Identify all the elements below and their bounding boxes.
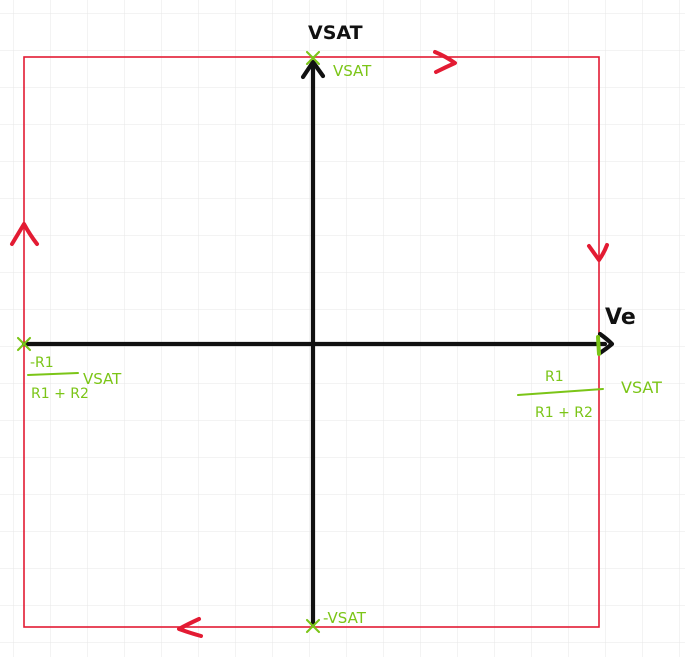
left-threshold-numerator: -R1: [30, 355, 54, 371]
diagram-labels: VSAT Ve VSAT -VSAT -R1 R1 + R2 VSAT R1 R…: [27, 22, 662, 627]
left-threshold-marker: [16, 336, 32, 352]
y-axis-arrow-icon: [300, 59, 326, 80]
right-threshold-numerator: R1: [545, 369, 564, 385]
left-up-arrow: [10, 222, 39, 246]
x-axis-arrow-icon: [597, 331, 615, 356]
top-saturation-marker: [305, 50, 321, 66]
bottom-saturation-label: -VSAT: [323, 609, 367, 627]
left-threshold-suffix: VSAT: [83, 370, 122, 388]
y-axis-label: VSAT: [308, 22, 363, 44]
right-threshold-denominator: R1 + R2: [535, 405, 593, 421]
right-threshold-fraction-bar: [517, 388, 604, 396]
top-saturation-label: VSAT: [333, 62, 372, 80]
x-axis-label: Ve: [605, 305, 636, 330]
right-threshold-label: R1 R1 + R2 VSAT: [517, 369, 662, 421]
left-threshold-fraction-bar: [27, 372, 79, 376]
right-down-arrow: [587, 243, 609, 262]
right-threshold-marker: [596, 335, 601, 356]
left-threshold-denominator: R1 + R2: [31, 386, 89, 402]
top-right-arrow: [433, 50, 457, 74]
bottom-left-arrow: [177, 617, 203, 638]
axes: [21, 59, 615, 628]
left-threshold-label: -R1 R1 + R2 VSAT: [27, 355, 122, 402]
right-threshold-suffix: VSAT: [621, 378, 662, 397]
bottom-saturation-marker: [305, 618, 321, 634]
annotation-markers: [16, 50, 601, 634]
